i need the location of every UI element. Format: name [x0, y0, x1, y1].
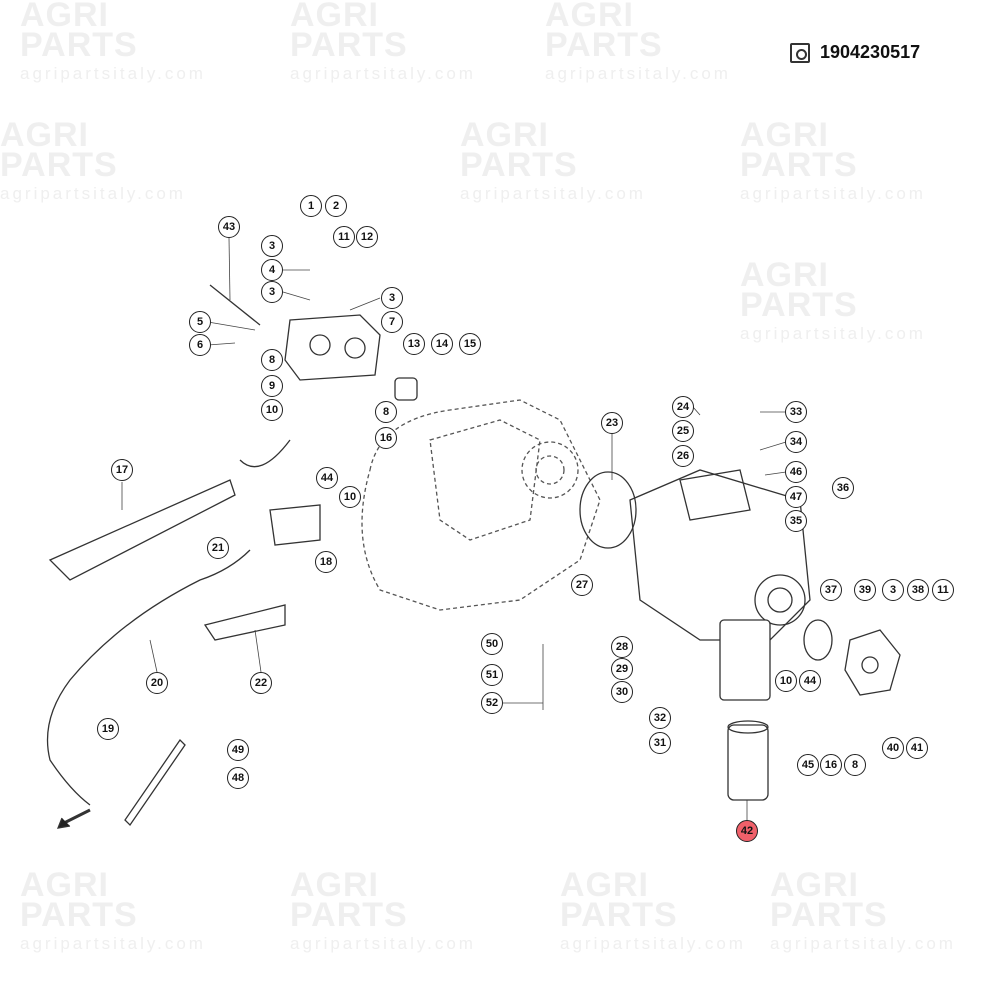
- callout-38[interactable]: 38: [907, 579, 929, 601]
- callout-26[interactable]: 26: [672, 445, 694, 467]
- callout-2[interactable]: 2: [325, 195, 347, 217]
- callout-28[interactable]: 28: [611, 636, 633, 658]
- callout-33[interactable]: 33: [785, 401, 807, 423]
- callout-16[interactable]: 16: [820, 754, 842, 776]
- callout-4[interactable]: 4: [261, 259, 283, 281]
- callout-3[interactable]: 3: [882, 579, 904, 601]
- callout-10[interactable]: 10: [261, 399, 283, 421]
- callout-5[interactable]: 5: [189, 311, 211, 333]
- part-number: 1904230517: [820, 42, 921, 62]
- callout-3[interactable]: 3: [381, 287, 403, 309]
- callout-12[interactable]: 12: [356, 226, 378, 248]
- callout-34[interactable]: 34: [785, 431, 807, 453]
- callout-3[interactable]: 3: [261, 235, 283, 257]
- callout-30[interactable]: 30: [611, 681, 633, 703]
- callout-16[interactable]: 16: [375, 427, 397, 449]
- callout-25[interactable]: 25: [672, 420, 694, 442]
- callout-22[interactable]: 22: [250, 672, 272, 694]
- callout-45[interactable]: 45: [797, 754, 819, 776]
- callout-44[interactable]: 44: [799, 670, 821, 692]
- callout-43[interactable]: 43: [218, 216, 240, 238]
- callout-3[interactable]: 3: [261, 281, 283, 303]
- callout-19[interactable]: 19: [97, 718, 119, 740]
- charge-pump: [209, 284, 418, 401]
- callout-42[interactable]: 42: [736, 820, 758, 842]
- callout-18[interactable]: 18: [315, 551, 337, 573]
- callout-41[interactable]: 41: [906, 737, 928, 759]
- callout-40[interactable]: 40: [882, 737, 904, 759]
- callout-46[interactable]: 46: [785, 461, 807, 483]
- callout-29[interactable]: 29: [611, 658, 633, 680]
- callout-49[interactable]: 49: [227, 739, 249, 761]
- callout-37[interactable]: 37: [820, 579, 842, 601]
- callout-35[interactable]: 35: [785, 510, 807, 532]
- callout-21[interactable]: 21: [207, 537, 229, 559]
- callout-1[interactable]: 1: [300, 195, 322, 217]
- callout-20[interactable]: 20: [146, 672, 168, 694]
- callout-51[interactable]: 51: [481, 664, 503, 686]
- callout-24[interactable]: 24: [672, 396, 694, 418]
- control-linkage: [46, 439, 321, 829]
- callout-15[interactable]: 15: [459, 333, 481, 355]
- callout-11[interactable]: 11: [932, 579, 954, 601]
- aux-pump: [844, 629, 901, 696]
- callout-10[interactable]: 10: [339, 486, 361, 508]
- callout-47[interactable]: 47: [785, 486, 807, 508]
- callout-31[interactable]: 31: [649, 732, 671, 754]
- callout-23[interactable]: 23: [601, 412, 623, 434]
- transmission-housing: [361, 399, 601, 611]
- callout-27[interactable]: 27: [571, 574, 593, 596]
- callout-44[interactable]: 44: [316, 467, 338, 489]
- callout-10[interactable]: 10: [775, 670, 797, 692]
- callout-13[interactable]: 13: [403, 333, 425, 355]
- callout-6[interactable]: 6: [189, 334, 211, 356]
- main-pump: [579, 469, 833, 801]
- callout-39[interactable]: 39: [854, 579, 876, 601]
- callout-48[interactable]: 48: [227, 767, 249, 789]
- callout-8[interactable]: 8: [261, 349, 283, 371]
- callout-9[interactable]: 9: [261, 375, 283, 397]
- callout-14[interactable]: 14: [431, 333, 453, 355]
- callout-36[interactable]: 36: [832, 477, 854, 499]
- part-number-label: 1904230517: [790, 42, 920, 63]
- callout-8[interactable]: 8: [844, 754, 866, 776]
- callout-8[interactable]: 8: [375, 401, 397, 423]
- oil-filter: [727, 724, 769, 801]
- callout-32[interactable]: 32: [649, 707, 671, 729]
- parts-book-icon: [790, 42, 810, 63]
- callout-7[interactable]: 7: [381, 311, 403, 333]
- callout-52[interactable]: 52: [481, 692, 503, 714]
- callout-17[interactable]: 17: [111, 459, 133, 481]
- callout-11[interactable]: 11: [333, 226, 355, 248]
- callout-50[interactable]: 50: [481, 633, 503, 655]
